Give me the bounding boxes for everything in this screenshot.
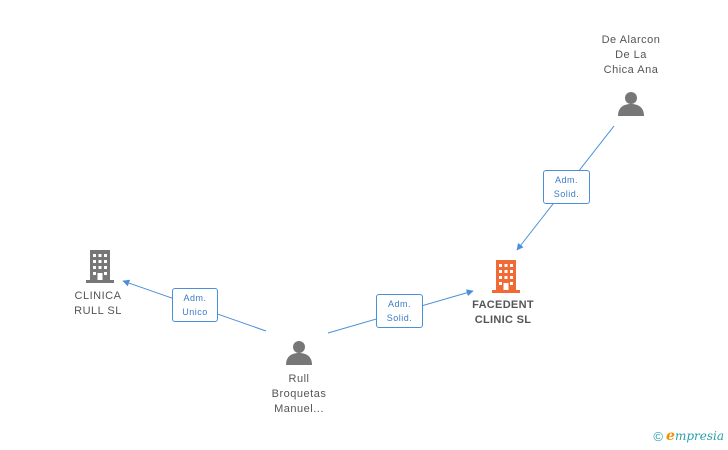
relation-box-rull-facedent[interactable]: Adm. Solid. [376,294,423,328]
node-label-facedent[interactable]: FACEDENT CLINIC SL [472,299,534,326]
node-label-rull-broquetas[interactable]: Rull Broquetas Manuel... [271,373,327,415]
node-label-clinica-rull[interactable]: CLINICA RULL SL [74,290,122,317]
building-icon[interactable] [86,250,114,283]
brand-footer: © empresia [653,428,724,444]
building-icon[interactable] [492,260,520,293]
person-icon[interactable] [618,92,644,116]
person-icon[interactable] [286,341,312,365]
node-label-de-alarcon[interactable]: De Alarcon De La Chica Ana [601,34,661,76]
empresia-logo: empresia [666,428,724,444]
relation-box-alarcon-facedent[interactable]: Adm. Solid. [543,170,590,204]
copyright-symbol: © [653,428,664,444]
relation-box-rull-clinica[interactable]: Adm. Unico [172,288,218,322]
